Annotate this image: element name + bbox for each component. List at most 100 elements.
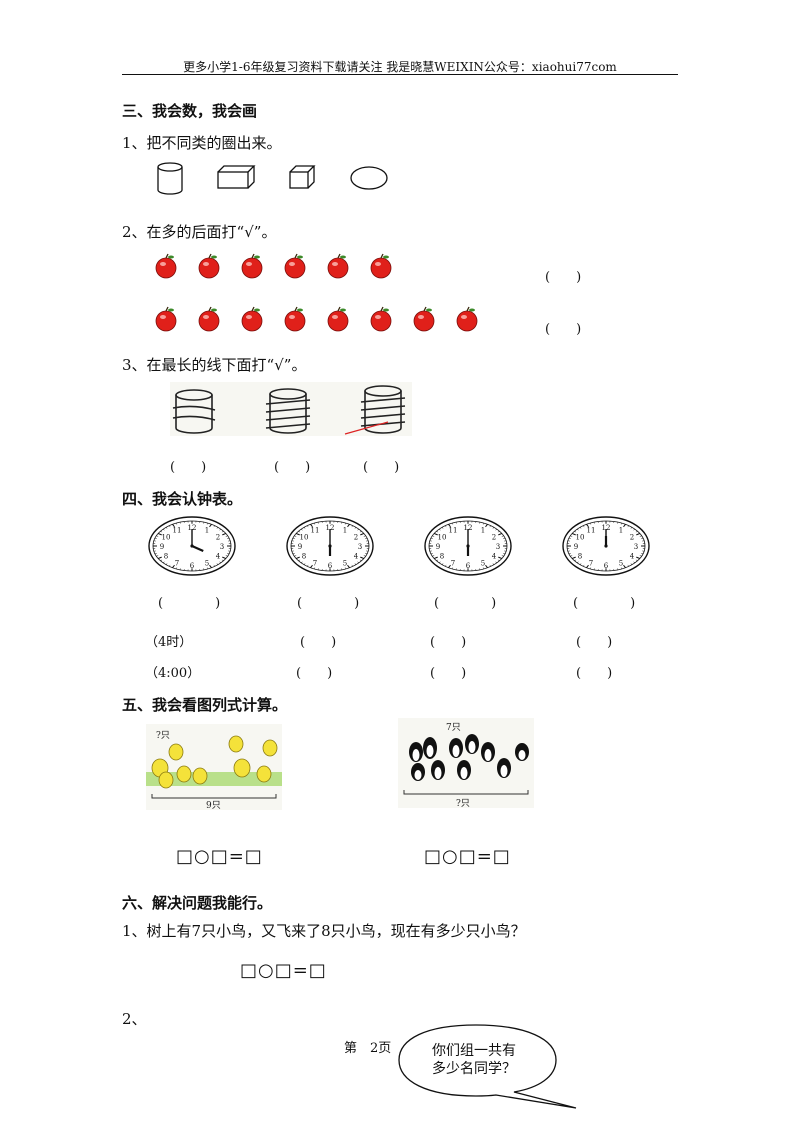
section6-q2: 2、	[122, 1010, 147, 1028]
digital-answer-4[interactable]: ( )	[576, 666, 613, 681]
apple-icon	[284, 253, 306, 279]
apple-icon	[284, 306, 306, 332]
clock-numeral: 12	[464, 524, 473, 532]
clock-numeral: 3	[496, 543, 500, 551]
chick-question-label: ?只	[156, 731, 170, 741]
cube-shape	[289, 165, 316, 189]
clock-numeral: 7	[313, 559, 317, 567]
clock-numeral: 9	[298, 543, 302, 551]
speech-bubble	[398, 1024, 577, 1109]
apple-answer-2[interactable]: ( )	[545, 322, 582, 337]
line-answer-1[interactable]: ( )	[170, 460, 207, 475]
clock-numeral: 1	[481, 527, 485, 535]
penguins-drawing: 7只 ?只	[403, 723, 529, 809]
penguin-total-label: ?只	[456, 799, 470, 809]
shapes-row[interactable]	[150, 160, 400, 200]
clock-numeral: 4	[216, 553, 221, 561]
clock-numeral: 12	[326, 524, 335, 532]
clock-numeral: 10	[300, 534, 309, 542]
apple-icon	[327, 306, 349, 332]
section3-q3: 3、在最长的线下面打“√”。	[122, 356, 307, 374]
clock-numeral: 2	[216, 534, 220, 542]
ellipse-shape	[350, 166, 388, 190]
apple-icon	[198, 306, 220, 332]
clock-numeral: 11	[587, 527, 596, 535]
line-answer-2[interactable]: ( )	[274, 460, 311, 475]
hour-answer-3[interactable]: ( )	[430, 635, 467, 650]
hour-example: （4时）	[145, 635, 193, 650]
section3-q2: 2、在多的后面打“√”。	[122, 223, 277, 241]
clock-numeral: 6	[190, 562, 195, 570]
cylinder-shape	[157, 162, 183, 195]
section5-title: 五、我会看图列式计算。	[122, 696, 288, 714]
apple-row-2	[155, 306, 478, 332]
clock-numeral: 10	[162, 534, 171, 542]
clock-numeral: 4	[630, 553, 635, 561]
clock-numeral: 1	[205, 527, 209, 535]
wound-lines-image	[170, 382, 412, 436]
equation-penguins[interactable]: □○□=□	[424, 846, 511, 867]
digital-answer-2[interactable]: ( )	[296, 666, 333, 681]
clock-numeral: 6	[466, 562, 471, 570]
clock-answer-2[interactable]: ( )	[297, 596, 360, 611]
clock-numeral: 12	[602, 524, 611, 532]
apple-icon	[456, 306, 478, 332]
apple-icon	[155, 306, 177, 332]
apple-row-1	[155, 253, 392, 279]
cuboid-shape	[217, 165, 256, 189]
clock-numeral: 11	[449, 527, 458, 535]
clock-numeral: 6	[328, 562, 333, 570]
clock-numeral: 11	[311, 527, 320, 535]
clock-numeral: 7	[175, 559, 179, 567]
chicks-drawing: ?只 9只	[146, 731, 282, 811]
clock-numeral: 2	[354, 534, 358, 542]
clock-numeral: 8	[440, 553, 444, 561]
clock-numeral: 7	[451, 559, 455, 567]
hour-answer-2[interactable]: ( )	[300, 635, 337, 650]
section4-title: 四、我会认钟表。	[122, 490, 243, 508]
apple-icon	[370, 253, 392, 279]
clock-answer-1[interactable]: ( )	[158, 596, 221, 611]
clock-numeral: 4	[354, 553, 359, 561]
bubble-line-2: 多少名同学？	[432, 1061, 516, 1077]
line-answer-3[interactable]: ( )	[363, 460, 400, 475]
clock-answer-4[interactable]: ( )	[573, 596, 636, 611]
penguin-question-label: 7只	[446, 723, 461, 733]
penguins-image: 7只 ?只	[398, 718, 534, 809]
apple-icon	[327, 253, 349, 279]
equation-chicks[interactable]: □○□=□	[176, 846, 263, 867]
clock-numeral: 3	[220, 543, 224, 551]
clock-numeral: 9	[160, 543, 164, 551]
apple-icon	[413, 306, 435, 332]
wound-cylinders-drawing	[172, 385, 406, 435]
clock-numeral: 10	[576, 534, 585, 542]
section6-q1: 1、树上有7只小鸟，又飞来了8只小鸟，现在有多少只小鸟？	[122, 922, 526, 940]
clock-numeral: 2	[630, 534, 634, 542]
section3-title: 三、我会数，我会画	[122, 102, 258, 120]
apple-icon	[198, 253, 220, 279]
bubble-line-1: 你们组一共有	[432, 1043, 516, 1059]
apple-answer-1[interactable]: ( )	[545, 270, 582, 285]
clock-numeral: 10	[438, 534, 447, 542]
equation-birds[interactable]: □○□=□	[240, 960, 327, 981]
clock-numeral: 4	[492, 553, 497, 561]
clock-numeral: 8	[164, 553, 168, 561]
clock-numeral: 5	[205, 559, 209, 567]
clock-answer-3[interactable]: ( )	[434, 596, 497, 611]
clock-numeral: 9	[574, 543, 578, 551]
hour-hand	[191, 544, 204, 553]
digital-example: （4:00）	[145, 666, 201, 681]
page-number: 第 2页	[344, 1041, 392, 1056]
header-rule	[122, 74, 678, 75]
apple-icon	[155, 253, 177, 279]
apple-icon	[370, 306, 392, 332]
clock-numeral: 6	[604, 562, 609, 570]
hour-answer-4[interactable]: ( )	[576, 635, 613, 650]
clock-numeral: 8	[302, 553, 306, 561]
clock-numeral: 1	[343, 527, 347, 535]
digital-answer-3[interactable]: ( )	[430, 666, 467, 681]
